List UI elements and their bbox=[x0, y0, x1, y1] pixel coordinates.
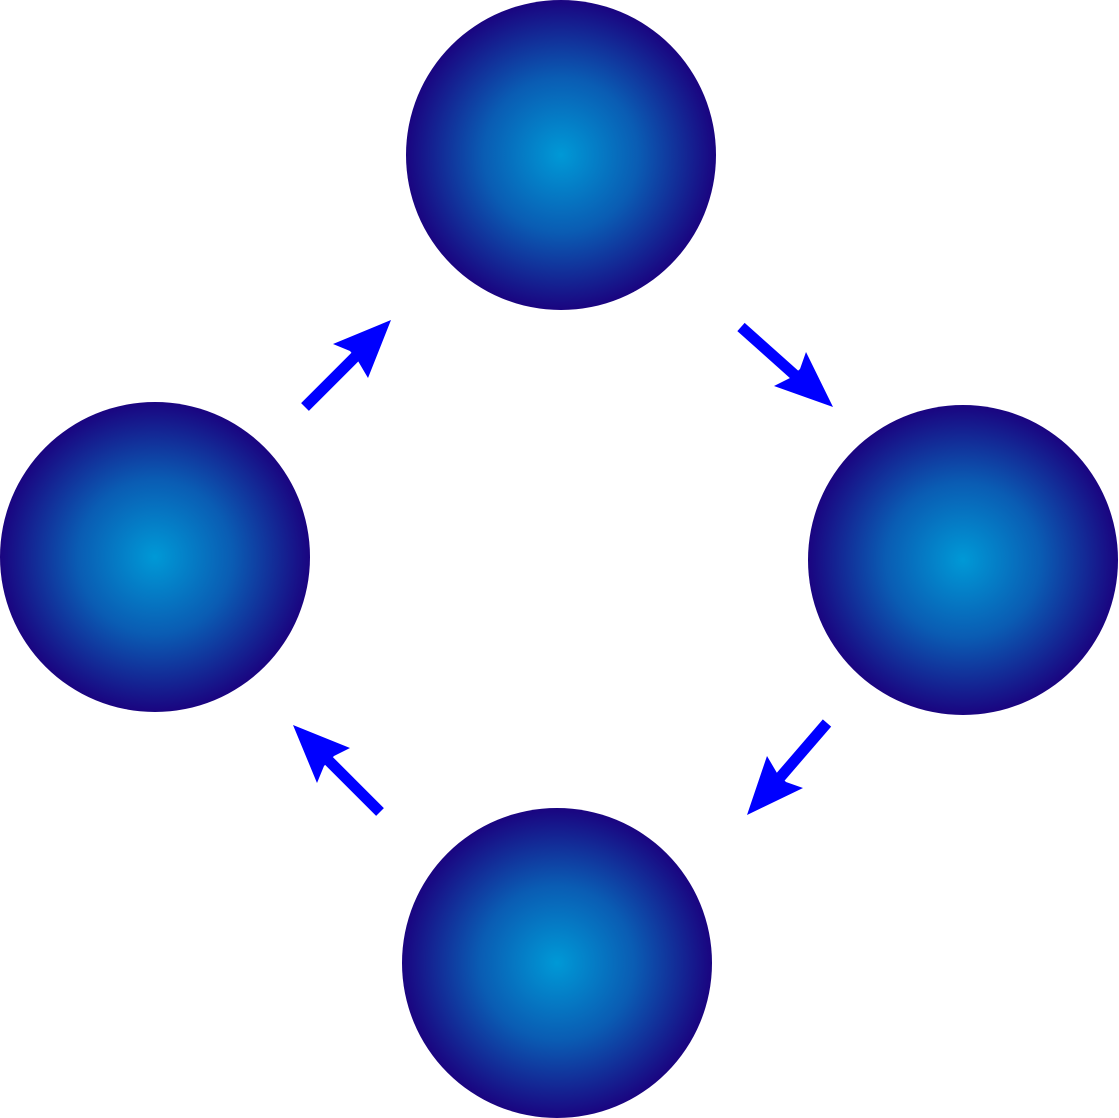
arrow-left-to-top bbox=[301, 320, 391, 411]
arrow-bottom-to-left bbox=[293, 725, 384, 816]
arrow-right-to-bottom bbox=[747, 719, 832, 815]
node-bottom bbox=[402, 808, 712, 1118]
node-top bbox=[406, 0, 716, 310]
node-left bbox=[0, 402, 310, 712]
arrow-top-to-right bbox=[737, 322, 833, 407]
node-right bbox=[808, 405, 1118, 715]
